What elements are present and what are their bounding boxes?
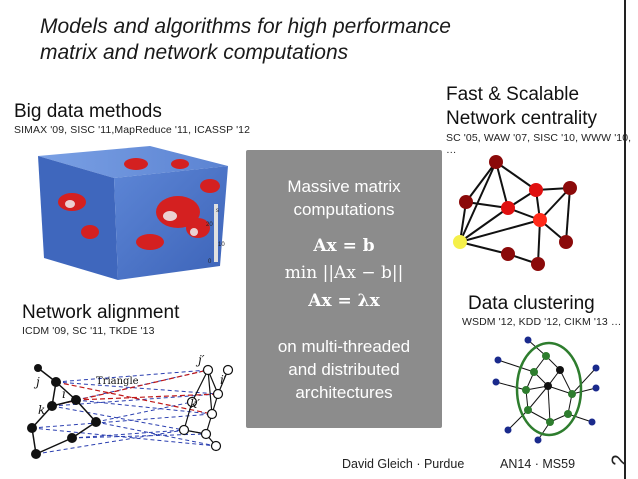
cube-axis-label-10: 10 bbox=[218, 242, 225, 248]
alignment-left-nodes bbox=[27, 364, 101, 459]
footer-venue: AN14 · MS59 bbox=[500, 457, 576, 471]
alignment-label-k: k bbox=[38, 403, 45, 417]
slide-title-line1: Models and algorithms for high performan… bbox=[40, 15, 451, 38]
centrality-node bbox=[501, 247, 515, 261]
centrality-node-highlight bbox=[453, 235, 467, 249]
alignment-label-i-prime: i′ bbox=[220, 373, 227, 387]
clustering-black-nodes bbox=[544, 366, 564, 390]
cube-red-regions bbox=[58, 158, 220, 250]
clustering-title: Data clustering bbox=[468, 293, 595, 314]
centrality-edges bbox=[459, 161, 571, 265]
big-data-citations: SIMAX '09, SISC '11,MapReduce '11, ICASS… bbox=[14, 124, 251, 136]
centrality-node bbox=[559, 235, 573, 249]
clustering-blue-nodes bbox=[492, 336, 600, 444]
box-equation-eigen: Ax = λx bbox=[308, 291, 380, 311]
box-line1: Massive matrix bbox=[287, 177, 401, 196]
alignment-citations: ICDM '09, SC '11, TKDE '13 bbox=[22, 325, 155, 337]
slide-title: Models and algorithms for high performan… bbox=[40, 14, 510, 66]
centrality-title-line2: Network centrality bbox=[446, 108, 597, 129]
box-equation-linear-system: Ax = b bbox=[313, 236, 375, 256]
centrality-node bbox=[533, 213, 547, 227]
centrality-network-figure bbox=[453, 155, 577, 271]
cube-axis-label-s: s bbox=[216, 208, 219, 214]
footer-author: David Gleich · Purdue bbox=[342, 457, 465, 471]
clustering-green-nodes bbox=[522, 352, 576, 426]
box-tail3: architectures bbox=[295, 383, 393, 402]
big-data-cube-figure: s 20 10 0 bbox=[38, 146, 228, 280]
alignment-figure: j i k Triangle i′ j′ k′ bbox=[27, 353, 234, 459]
centrality-citations: SC '05, WAW '07, SISC '10, WWW '10, … bbox=[446, 132, 632, 156]
alignment-right-nodes bbox=[178, 364, 234, 452]
cube-axis-label-20: 20 bbox=[206, 222, 213, 228]
cube-colorbar bbox=[214, 204, 218, 262]
box-equation-least-squares: min ||Ax − b|| bbox=[284, 263, 404, 283]
cube-left-face bbox=[38, 156, 118, 280]
alignment-label-j: j bbox=[33, 375, 40, 389]
alignment-label-i: i bbox=[62, 387, 66, 401]
alignment-dashed-links bbox=[31, 369, 219, 455]
centrality-title-line1: Fast & Scalable bbox=[446, 84, 580, 105]
cluster-boundary bbox=[515, 341, 583, 437]
centrality-node bbox=[529, 183, 543, 197]
clustering-figure bbox=[492, 336, 600, 444]
box-tail1: on multi-threaded bbox=[277, 337, 411, 356]
centrality-node bbox=[501, 201, 515, 215]
centrality-node bbox=[459, 195, 473, 209]
alignment-label-k-prime: k′ bbox=[190, 397, 200, 411]
box-line2: computations bbox=[293, 200, 395, 219]
box-tail2: and distributed bbox=[288, 360, 400, 379]
centrality-node bbox=[531, 257, 545, 271]
clustering-citations: WSDM '12, KDD '12, CIKM '13 … bbox=[462, 316, 622, 328]
clustering-outer-edges bbox=[495, 339, 597, 441]
alignment-title: Network alignment bbox=[22, 302, 180, 323]
centrality-node bbox=[563, 181, 577, 195]
alignment-label-j-prime: j′ bbox=[195, 353, 205, 367]
cube-axis-label-0: 0 bbox=[208, 259, 212, 265]
alignment-label-triangle: Triangle bbox=[96, 376, 139, 387]
centrality-node bbox=[489, 155, 503, 169]
slide-edge-rule bbox=[624, 0, 638, 479]
page-number: 2 bbox=[608, 454, 631, 466]
slide-title-line2: matrix and network computations bbox=[40, 41, 349, 64]
big-data-title: Big data methods bbox=[14, 101, 162, 122]
cube-white-regions bbox=[65, 200, 198, 236]
matrix-computations-box: Massive matrix computations Ax = b min |… bbox=[246, 150, 442, 428]
